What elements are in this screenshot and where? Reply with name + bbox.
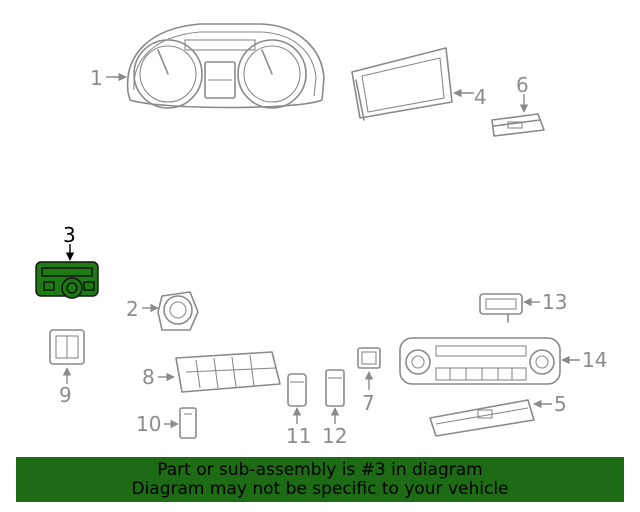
- part-10-small-switch[interactable]: [179, 407, 197, 439]
- part-1-instrument-cluster[interactable]: [126, 23, 325, 109]
- part-5-switch-strip[interactable]: [429, 399, 535, 437]
- part-14-climate-panel[interactable]: [399, 337, 561, 385]
- part-8-switch-bank[interactable]: [175, 351, 281, 393]
- callout-12: 12: [322, 424, 347, 448]
- callout-3: 3: [63, 223, 76, 247]
- callout-6: 6: [516, 73, 529, 97]
- callout-1: 1: [90, 66, 103, 90]
- part-9-square-switch[interactable]: [49, 329, 85, 365]
- callout-2: 2: [126, 297, 139, 321]
- part-7-button[interactable]: [357, 347, 381, 369]
- part-2-round-switch[interactable]: [157, 291, 199, 331]
- part-13-sensor[interactable]: [479, 293, 523, 323]
- part-3-highlighted-switch[interactable]: [35, 261, 99, 299]
- callout-13: 13: [542, 290, 567, 314]
- callout-14: 14: [582, 348, 607, 372]
- callout-8: 8: [142, 365, 155, 389]
- callout-5: 5: [554, 392, 567, 416]
- callout-11: 11: [286, 424, 311, 448]
- callout-10: 10: [136, 412, 161, 436]
- part-6-switch[interactable]: [491, 113, 545, 137]
- part-4-display[interactable]: [351, 47, 453, 121]
- banner-line-2: Diagram may not be specific to your vehi…: [131, 479, 509, 499]
- part-12-blank-cover[interactable]: [325, 369, 345, 407]
- info-banner: Part or sub-assembly is #3 in diagram Di…: [16, 457, 624, 502]
- callout-7: 7: [362, 391, 375, 415]
- callout-4: 4: [474, 85, 487, 109]
- callout-9: 9: [59, 383, 72, 407]
- banner-line-1: Part or sub-assembly is #3 in diagram: [157, 460, 483, 480]
- part-11-blank-cover[interactable]: [287, 373, 307, 407]
